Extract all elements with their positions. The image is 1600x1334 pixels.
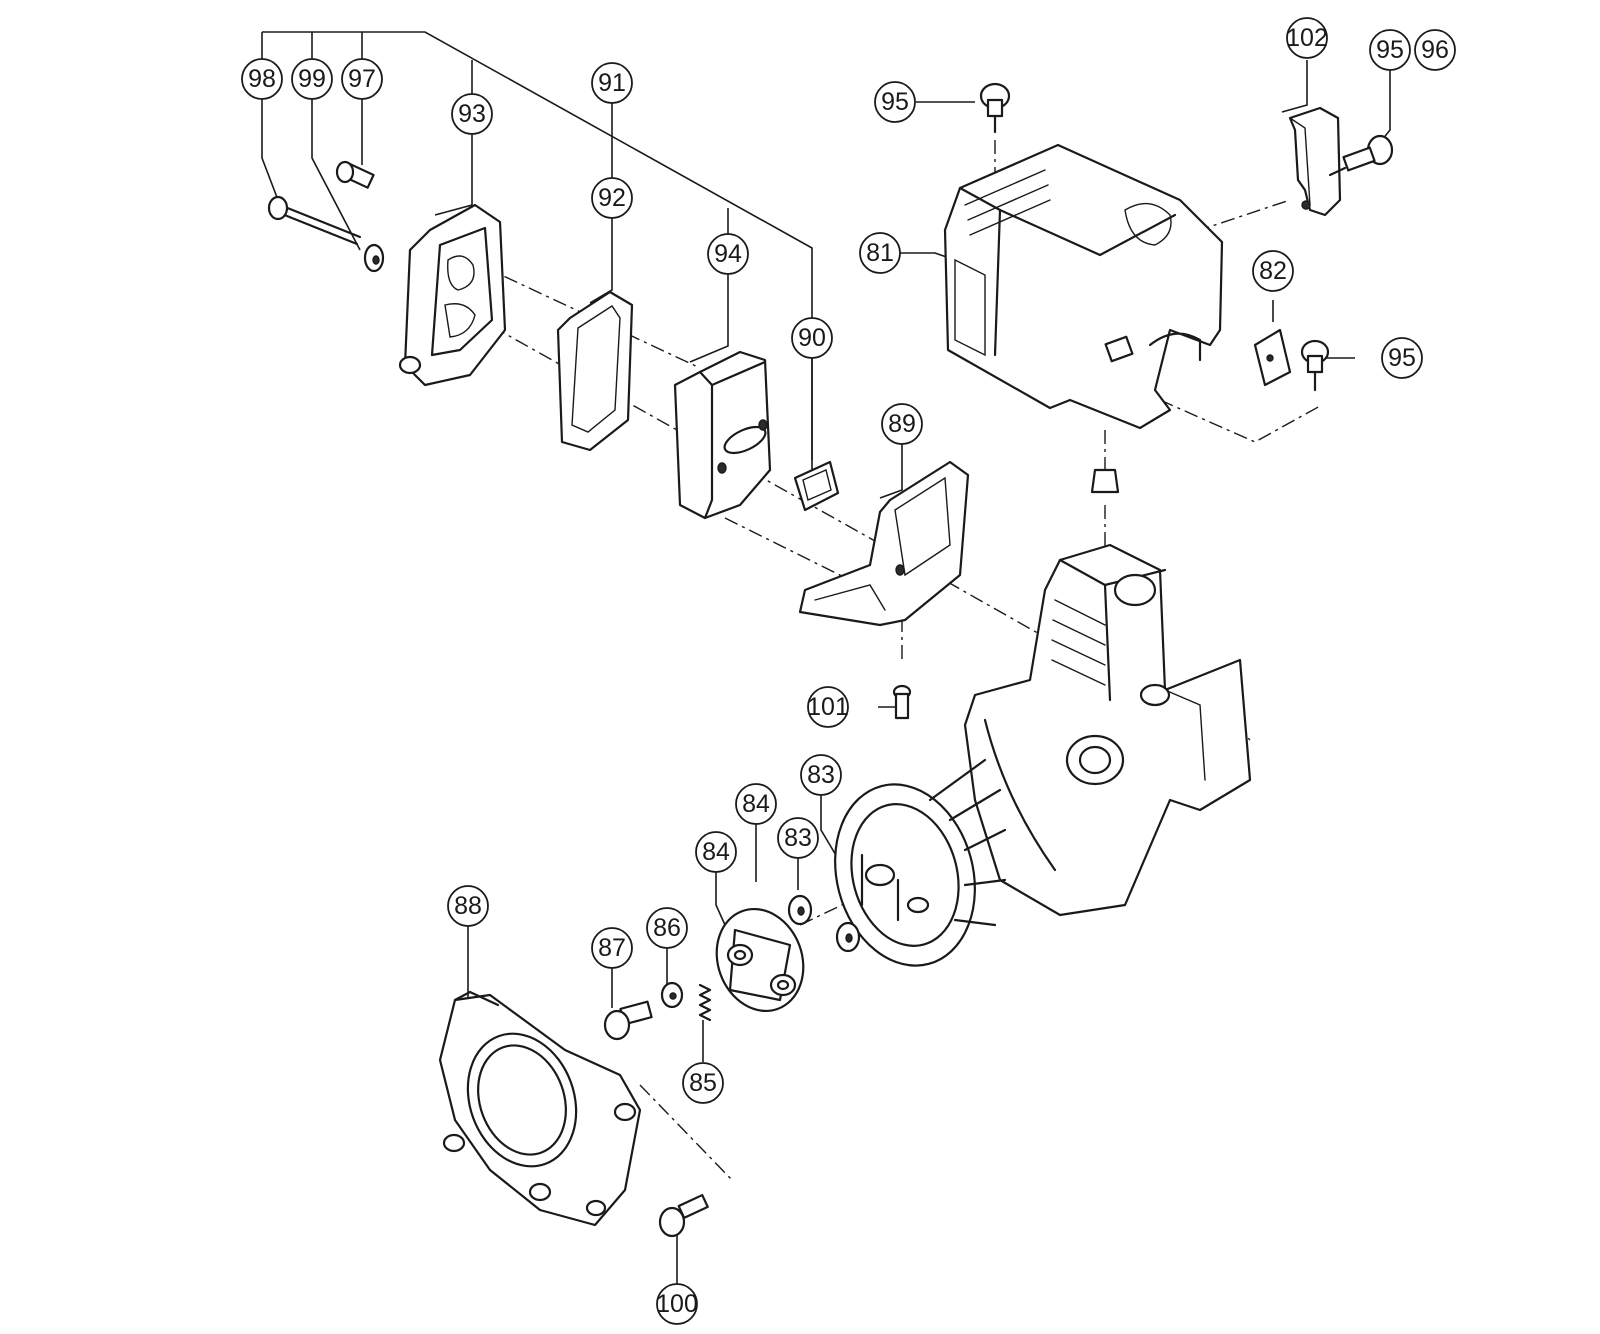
callout-82: 82 [1252, 250, 1294, 292]
callout-94-label: 94 [714, 240, 742, 268]
part-81-engine-cover [943, 143, 1224, 430]
callout-81-label: 81 [866, 239, 894, 267]
callout-100-label: 100 [656, 1290, 698, 1318]
part-100-screw [658, 1193, 709, 1238]
callout-90-label: 90 [798, 324, 826, 352]
callout-94: 94 [707, 233, 749, 275]
part-82-grommet [1253, 328, 1292, 387]
callout-100: 100 [656, 1283, 698, 1325]
callout-92: 92 [591, 177, 633, 219]
part-86-washer [660, 981, 684, 1009]
callout-95-bracket-label: 95 [1376, 36, 1404, 64]
callout-93-label: 93 [458, 100, 486, 128]
callout-87: 87 [591, 927, 633, 969]
part-97-short-bolt [335, 160, 375, 189]
callout-98-label: 98 [248, 65, 276, 93]
callout-87-label: 87 [598, 934, 626, 962]
callout-99: 99 [291, 58, 333, 100]
part-90-small-gasket [793, 460, 840, 512]
callout-85: 85 [682, 1062, 724, 1104]
part-83-washer-a [835, 921, 861, 953]
callout-96-label: 96 [1421, 36, 1449, 64]
part-95-96-bracket-screw [1328, 134, 1394, 177]
callout-82-label: 82 [1259, 257, 1287, 285]
callout-81: 81 [859, 232, 901, 274]
part-102-bracket [1288, 106, 1342, 217]
callout-95-right: 95 [1381, 337, 1423, 379]
callout-85-label: 85 [689, 1069, 717, 1097]
callout-84-upper-label: 84 [742, 790, 770, 818]
callout-84-lower: 84 [695, 831, 737, 873]
part-94-muffler-body [673, 350, 772, 520]
callout-95-bracket: 95 [1369, 29, 1411, 71]
callout-97-label: 97 [348, 65, 376, 93]
callout-91: 91 [591, 62, 633, 104]
callout-83-lower: 83 [777, 817, 819, 859]
callout-89-label: 89 [888, 410, 916, 438]
part-89-heat-shield [798, 460, 970, 627]
callout-101-label: 101 [807, 693, 849, 721]
part-98-long-bolt [267, 195, 362, 246]
callout-95-right-label: 95 [1388, 344, 1416, 372]
part-83-washer-b [787, 894, 813, 926]
part-95-cover-screw-right [1300, 339, 1330, 392]
callout-86: 86 [646, 907, 688, 949]
callout-83-lower-label: 83 [784, 824, 812, 852]
engine-crankcase [963, 543, 1252, 917]
callout-84-upper: 84 [735, 783, 777, 825]
callout-92-label: 92 [598, 184, 626, 212]
callout-90: 90 [791, 317, 833, 359]
callout-96: 96 [1414, 29, 1456, 71]
callout-88: 88 [447, 885, 489, 927]
flywheel [834, 758, 1007, 967]
part-95-cover-screw-top [979, 82, 1011, 134]
part-88-clutch-housing [438, 990, 642, 1227]
callout-95-top: 95 [874, 81, 916, 123]
callout-89: 89 [881, 403, 923, 445]
callout-84-lower-label: 84 [702, 838, 730, 866]
callout-97: 97 [341, 58, 383, 100]
callout-95-top-label: 95 [881, 88, 909, 116]
part-93-muffler-cover [398, 203, 507, 387]
callout-102-label: 102 [1286, 24, 1328, 52]
callout-83-upper-label: 83 [807, 761, 835, 789]
callout-102: 102 [1286, 17, 1328, 59]
part-84-clutch-shoes [715, 907, 805, 1013]
part-101-screw [892, 684, 912, 720]
part-92-gasket [556, 290, 634, 452]
callout-83-upper: 83 [800, 754, 842, 796]
callout-91-label: 91 [598, 69, 626, 97]
part-87-shoulder-bolt [603, 1000, 653, 1041]
callout-99-label: 99 [298, 65, 326, 93]
cover-damper [1090, 468, 1120, 494]
callout-101: 101 [807, 686, 849, 728]
callout-86-label: 86 [653, 914, 681, 942]
leader-lines [261, 31, 1391, 1284]
callout-88-label: 88 [454, 892, 482, 920]
part-85-spring [698, 983, 712, 1022]
callout-98: 98 [241, 58, 283, 100]
callout-93: 93 [451, 93, 493, 135]
part-99-washer [363, 243, 385, 273]
